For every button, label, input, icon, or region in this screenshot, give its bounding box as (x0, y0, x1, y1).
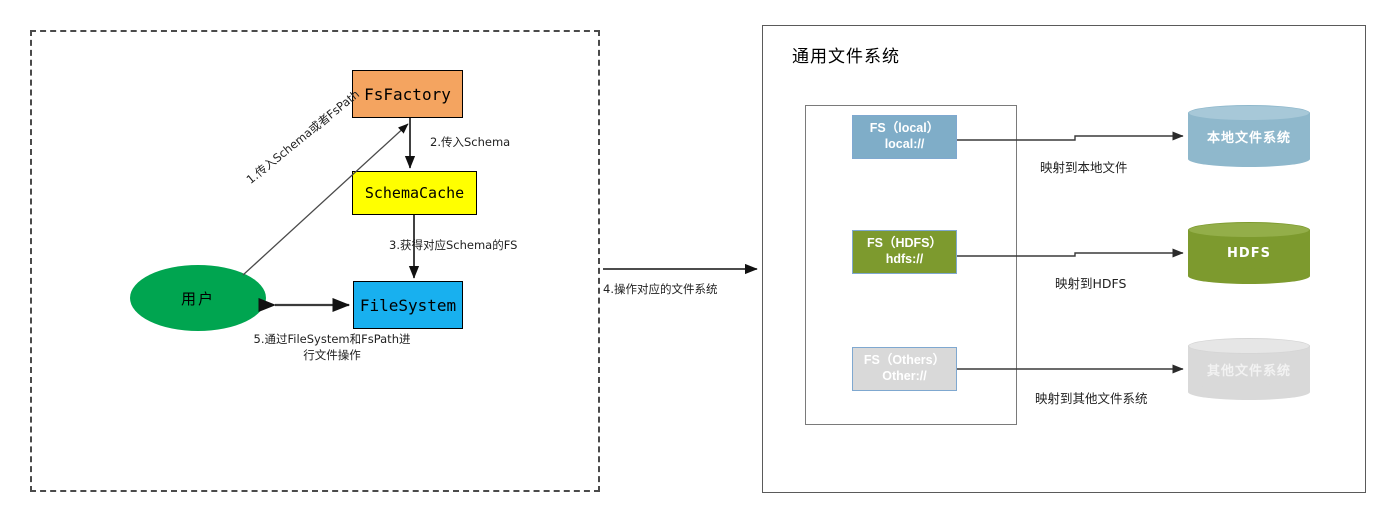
map-label-hdfs: 映射到HDFS (1055, 276, 1127, 291)
store-label-hdfs: HDFS (1227, 245, 1271, 261)
cylinder-bottom (1188, 268, 1310, 284)
edge-label-step5: 5.通过FileSystem和FsPath进行文件操作 (253, 332, 411, 362)
fs-box-hdfs[interactable]: FS（HDFS） hdfs:// (852, 230, 957, 274)
edge-label-step2: 2.传入Schema (430, 135, 511, 149)
fs-box-others[interactable]: FS（Others） Other:// (852, 347, 957, 391)
store-cylinder-local: 本地文件系统 (1188, 105, 1310, 167)
store-cylinder-hdfs: HDFS (1188, 222, 1310, 284)
fs-box-others-scheme: Other:// (882, 369, 927, 383)
fs-box-others-name: FS（Others） (863, 353, 946, 368)
cylinder-bottom (1188, 384, 1310, 400)
cylinder-top (1188, 222, 1310, 238)
cylinder-bottom (1188, 151, 1310, 167)
panel-title: 通用文件系统 (792, 47, 900, 67)
client-flow-dashed-region (30, 30, 600, 492)
node-schemacache[interactable]: SchemaCache (352, 171, 477, 215)
fs-box-local-name: FS（local） (869, 121, 940, 136)
map-label-local: 映射到本地文件 (1040, 160, 1128, 175)
node-filesystem[interactable]: FileSystem (353, 281, 463, 329)
edge-label-step4: 4.操作对应的文件系统 (603, 282, 718, 296)
fs-box-local[interactable]: FS（local） local:// (852, 115, 957, 159)
fs-box-hdfs-name: FS（HDFS） (866, 236, 942, 251)
fs-box-local-scheme: local:// (884, 137, 925, 151)
store-cylinder-others: 其他文件系统 (1188, 338, 1310, 400)
node-user[interactable]: 用户 (130, 265, 266, 331)
fs-box-hdfs-scheme: hdfs:// (885, 252, 924, 266)
store-label-local: 本地文件系统 (1206, 130, 1291, 146)
node-fsfactory[interactable]: FsFactory (352, 70, 463, 118)
cylinder-top (1188, 105, 1310, 121)
store-label-others: 其他文件系统 (1206, 363, 1291, 379)
map-label-others: 映射到其他文件系统 (1035, 391, 1148, 406)
cylinder-top (1188, 338, 1310, 354)
edge-label-step3: 3.获得对应Schema的FS (389, 238, 518, 252)
